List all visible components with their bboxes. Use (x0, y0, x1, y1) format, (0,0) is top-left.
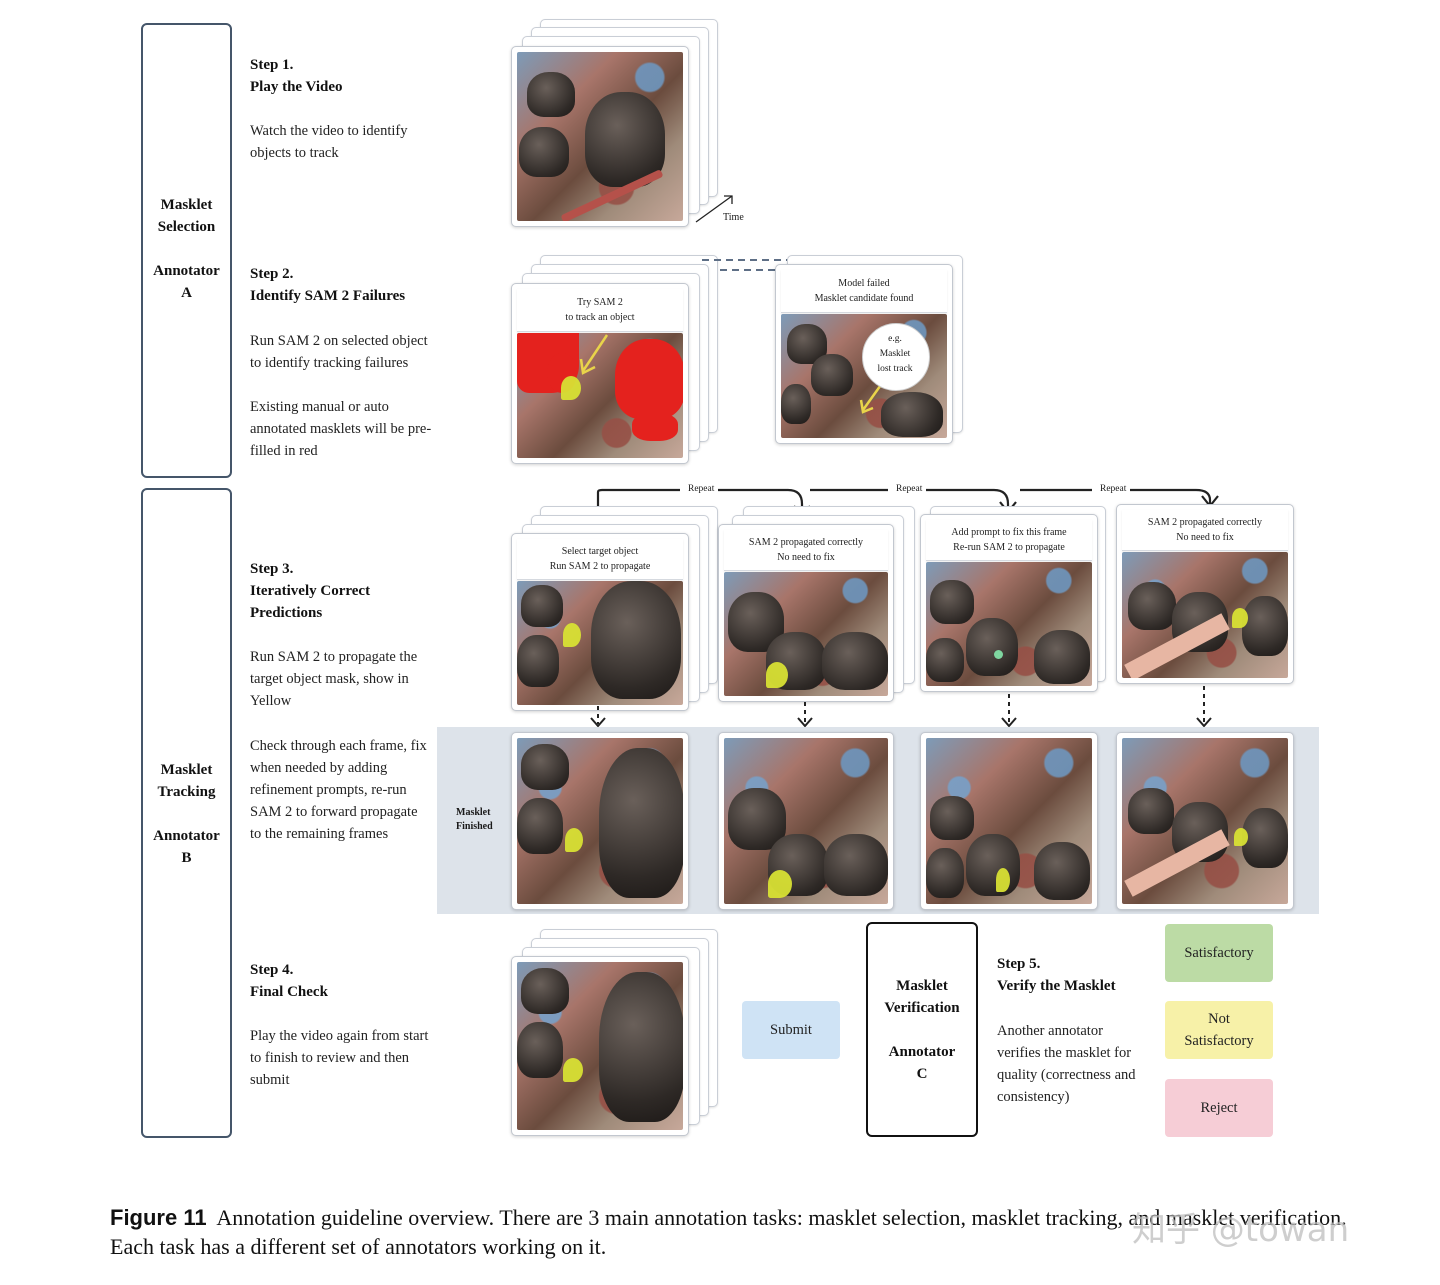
model-failed-caption: Model failed Masklet candidate found (781, 270, 947, 313)
step1-heading: Step 1. Play the Video (250, 57, 343, 95)
step2-body-2: Existing manual or auto annotated maskle… (250, 399, 432, 459)
time-arrow (695, 195, 733, 223)
try-sam-frame: Try SAM 2 to track an object (511, 283, 689, 464)
step5-heading: Step 5. Verify the Masklet (997, 956, 1116, 994)
step3-heading: Step 3. Iteratively Correct Predictions (250, 561, 371, 621)
figure-caption-text: Annotation guideline overview. There are… (110, 1205, 1347, 1259)
try-sam-caption: Try SAM 2 to track an object (517, 289, 683, 332)
role-label-verification: Masklet Verification Annotator C (884, 978, 960, 1082)
finished-frame-2 (718, 732, 894, 910)
step3-body-1: Run SAM 2 to propagate the target object… (250, 649, 418, 709)
time-label: Time (723, 212, 744, 223)
propagated-ok-frame-1: SAM 2 propagated correctly No need to fi… (718, 524, 894, 702)
step4-heading: Step 4. Final Check (250, 962, 328, 1000)
propagated-ok-caption-1: SAM 2 propagated correctly No need to fi… (724, 530, 888, 571)
masklet-finished-label: Masklet Finished (456, 807, 493, 832)
finished-frame-4 (1116, 732, 1294, 910)
role-label-tracking: Masklet Tracking Annotator B (153, 762, 220, 866)
model-failed-frame: Model failed Masklet candidate found e.g… (775, 264, 953, 444)
add-prompt-frame: Add prompt to fix this frame Re-run SAM … (920, 514, 1098, 692)
reject-button[interactable]: Reject (1165, 1079, 1273, 1137)
repeat-label-3: Repeat (1100, 484, 1127, 494)
select-target-frame: Select target object Run SAM 2 to propag… (511, 533, 689, 711)
add-prompt-caption: Add prompt to fix this frame Re-run SAM … (926, 520, 1092, 561)
role-box-selection (141, 23, 232, 478)
lost-track-bubble (862, 323, 930, 391)
propagated-ok-caption-2: SAM 2 propagated correctly No need to fi… (1122, 510, 1288, 551)
step5-body: Another annotator verifies the masklet f… (997, 1023, 1136, 1105)
propagated-ok-frame-2: SAM 2 propagated correctly No need to fi… (1116, 504, 1294, 684)
step1-video-frame (511, 46, 689, 227)
down-arrows (590, 686, 1212, 728)
repeat-label-2: Repeat (896, 484, 923, 494)
step3-body-2: Check through each frame, fix when neede… (250, 738, 427, 842)
figure-caption: Figure 11 Annotation guideline overview.… (110, 1203, 1370, 1261)
step4-body: Play the video again from start to finis… (250, 1028, 429, 1088)
satisfactory-button[interactable]: Satisfactory (1165, 924, 1273, 982)
step2-heading: Step 2. Identify SAM 2 Failures (250, 266, 406, 304)
role-label-selection: Masklet Selection Annotator A (153, 197, 220, 301)
watermark: 知乎 @towan (1132, 1210, 1350, 1250)
finished-frame-3 (920, 732, 1098, 910)
role-box-verification (866, 922, 978, 1137)
role-box-tracking (141, 488, 232, 1138)
not-satisfactory-button[interactable]: Not Satisfactory (1165, 1001, 1273, 1059)
select-target-caption: Select target object Run SAM 2 to propag… (517, 539, 683, 580)
submit-button[interactable]: Submit (742, 1001, 840, 1059)
lost-track-label: e.g. Masklet lost track (877, 334, 913, 374)
figure-number: Figure 11 (110, 1205, 207, 1230)
finished-frame-1 (511, 732, 689, 910)
step2-body-1: Run SAM 2 on selected object to identify… (250, 333, 428, 371)
repeat-label-1: Repeat (688, 484, 715, 494)
step1-body: Watch the video to identify objects to t… (250, 123, 408, 161)
final-check-frame (511, 956, 689, 1136)
